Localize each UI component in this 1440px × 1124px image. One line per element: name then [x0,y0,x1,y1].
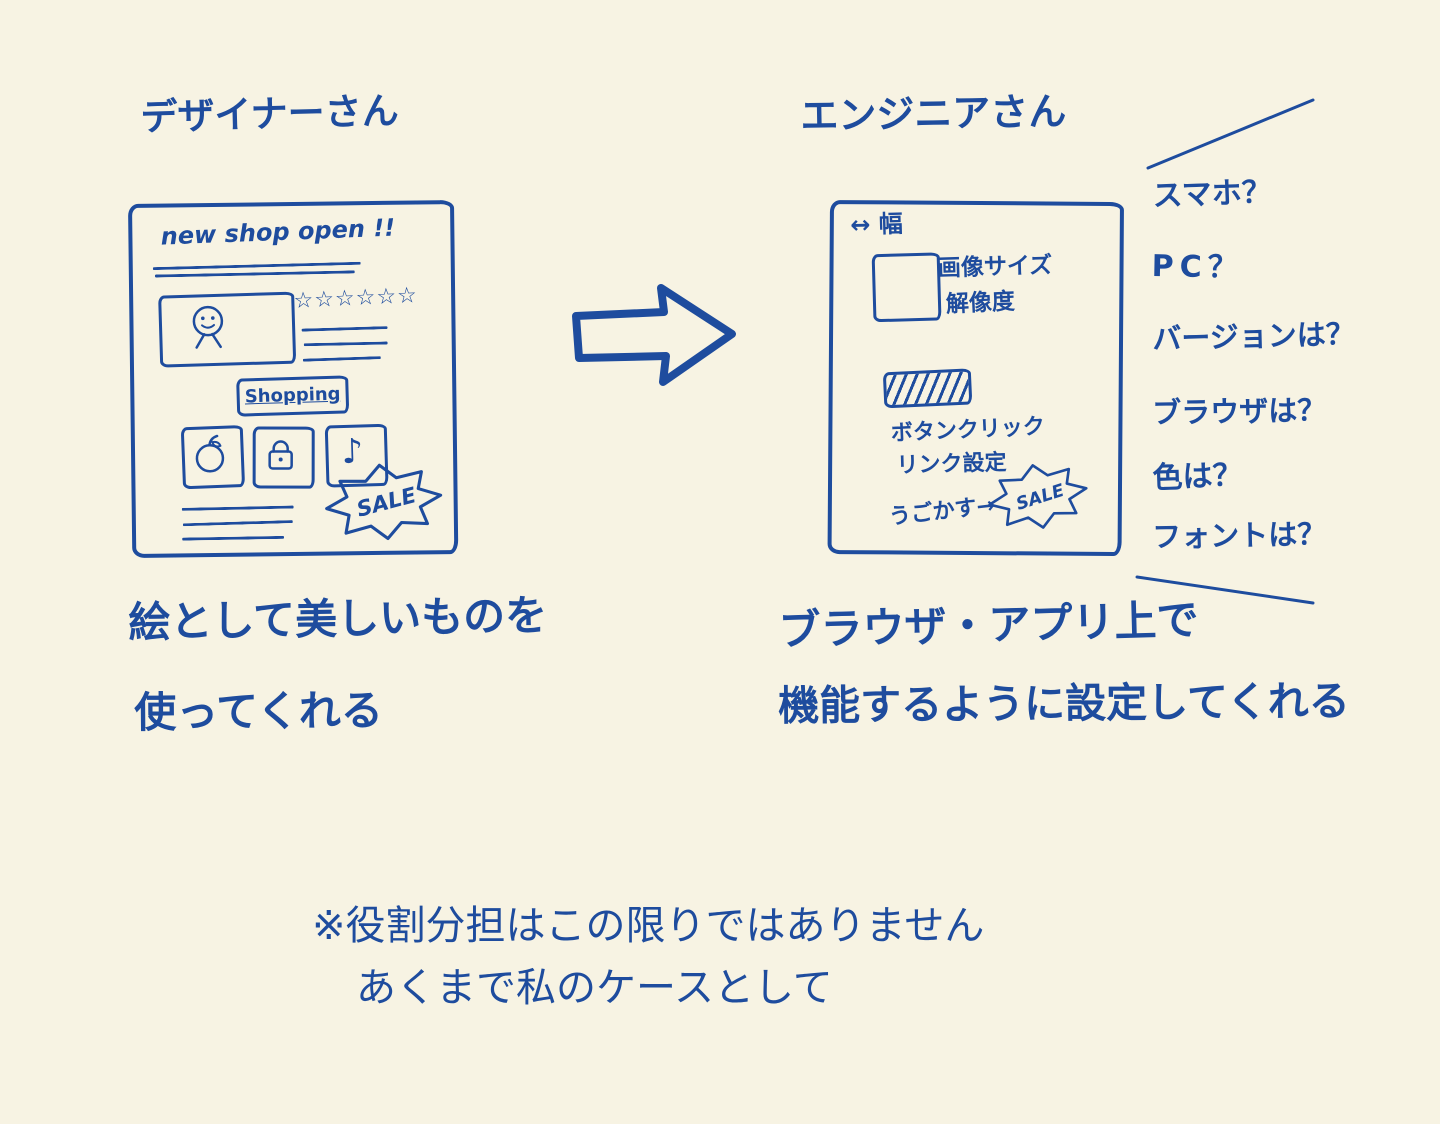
padlock-icon [268,440,293,470]
designer-title: デザイナーさん [139,89,400,139]
designer-caption-line2: 使ってくれる [133,685,384,737]
button-click-label: ボタンクリック [890,414,1046,447]
hero-image-box [158,291,297,368]
bracket-line-top [1146,98,1315,170]
question-item: バージョンは？ [1151,316,1356,356]
image-placeholder-box [871,252,942,323]
question-item: ブラウザは？ [1151,392,1327,430]
headline-underline [154,270,355,278]
sale-label: SALE [354,483,419,523]
text-line [301,326,388,332]
question-item: フォントは？ [1151,516,1327,554]
engineer-caption-line1: ブラウザ・アプリ上で [777,595,1200,655]
engineer-caption-line2: 機能するように設定してくれる [777,677,1350,730]
sale-starburst: SALE [325,463,443,541]
text-line [182,520,293,527]
text-line [302,356,381,362]
bracket-lines [1135,98,1315,605]
designer-webpage-sketch: new shop open !! ☆☆☆☆☆☆ Shopping [128,200,459,558]
shopping-button: Shopping [236,375,350,417]
image-size-label: 画像サイズ [937,252,1053,282]
shopping-button-label: Shopping [244,383,341,408]
footnote-line2: あくまで私のケースとして [356,965,833,1011]
text-line [303,341,388,347]
flow-arrow-icon [572,284,736,386]
stick-figure-icon [192,305,224,349]
question-item: スマホ？ [1151,174,1273,214]
shop-headline: new shop open !! [160,213,396,251]
headline-underline [152,261,361,271]
hatched-button-box [882,368,973,409]
text-line [181,505,294,511]
sale-starburst-small: SALE [988,464,1088,529]
star-rating: ☆☆☆☆☆☆ [293,283,419,314]
move-label: うごかす→ [887,493,997,531]
engineer-wireframe-sketch: ↔ 幅 画像サイズ 解像度 ボタンクリック リンク設定 うごかす→ SALE [827,200,1124,557]
resolution-label: 解像度 [945,288,1016,318]
icon-box-padlock [252,426,315,489]
text-line [182,535,285,541]
designer-caption-line1: 絵として美しいものを [127,590,548,647]
icon-box-apple [180,424,246,490]
question-item: 色は？ [1151,457,1244,496]
sale-label-small: SALE [1014,481,1067,515]
bracket-line-bottom [1135,575,1315,605]
width-label: ↔ 幅 [849,209,904,240]
footnote-line1: ※役割分担はこの限りではありません [312,903,985,949]
engineer-title: エンジニアさん [799,89,1067,138]
apple-icon [195,434,225,473]
question-item: PC？ [1151,249,1245,286]
